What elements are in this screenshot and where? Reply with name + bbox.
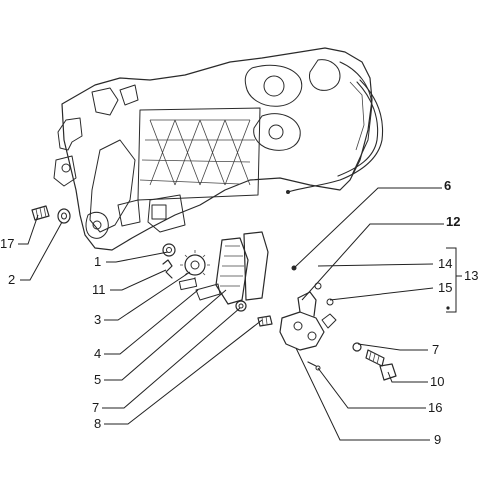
- part-adjuster-bolt: [365, 349, 397, 381]
- part-washer: [57, 208, 71, 224]
- wire-harness: [286, 79, 384, 194]
- callout-7-left: 7: [92, 400, 99, 415]
- leader-lines: [18, 187, 462, 441]
- callout-6: 6: [444, 178, 451, 193]
- callout-17: 17: [0, 236, 14, 251]
- callout-12: 12: [446, 214, 460, 229]
- callout-7-right: 7: [432, 342, 439, 357]
- callout-9: 9: [434, 432, 441, 447]
- part-bolt: [257, 315, 273, 327]
- callout-3: 3: [94, 312, 101, 327]
- part-small-pin-16: [307, 361, 321, 371]
- callout-14: 14: [438, 256, 452, 271]
- crankcase-housing: [53, 47, 373, 251]
- callout-labels: 6 12 14 13 15 17 2 1 11 3 4 5 7 7 8 10 1…: [0, 178, 478, 447]
- part-gear: [178, 250, 210, 291]
- callout-2: 2: [8, 272, 15, 287]
- part-washer-right: [352, 342, 362, 352]
- part-spring-clip: [162, 259, 173, 279]
- callout-4: 4: [94, 346, 101, 361]
- part-stud-bolt: [31, 205, 50, 221]
- part-bracket-assembly: [279, 291, 337, 351]
- callout-5: 5: [94, 372, 101, 387]
- callout-1: 1: [94, 254, 101, 269]
- callout-13: 13: [464, 268, 478, 283]
- callout-8: 8: [94, 416, 101, 431]
- callout-15: 15: [438, 280, 452, 295]
- callout-16: 16: [428, 400, 442, 415]
- callout-11: 11: [92, 282, 106, 297]
- part-nut-left: [235, 300, 247, 312]
- part-kick-lever: [195, 231, 269, 305]
- callout-10: 10: [430, 374, 444, 389]
- part-pin-15: [326, 298, 334, 306]
- part-bushing: [162, 243, 176, 257]
